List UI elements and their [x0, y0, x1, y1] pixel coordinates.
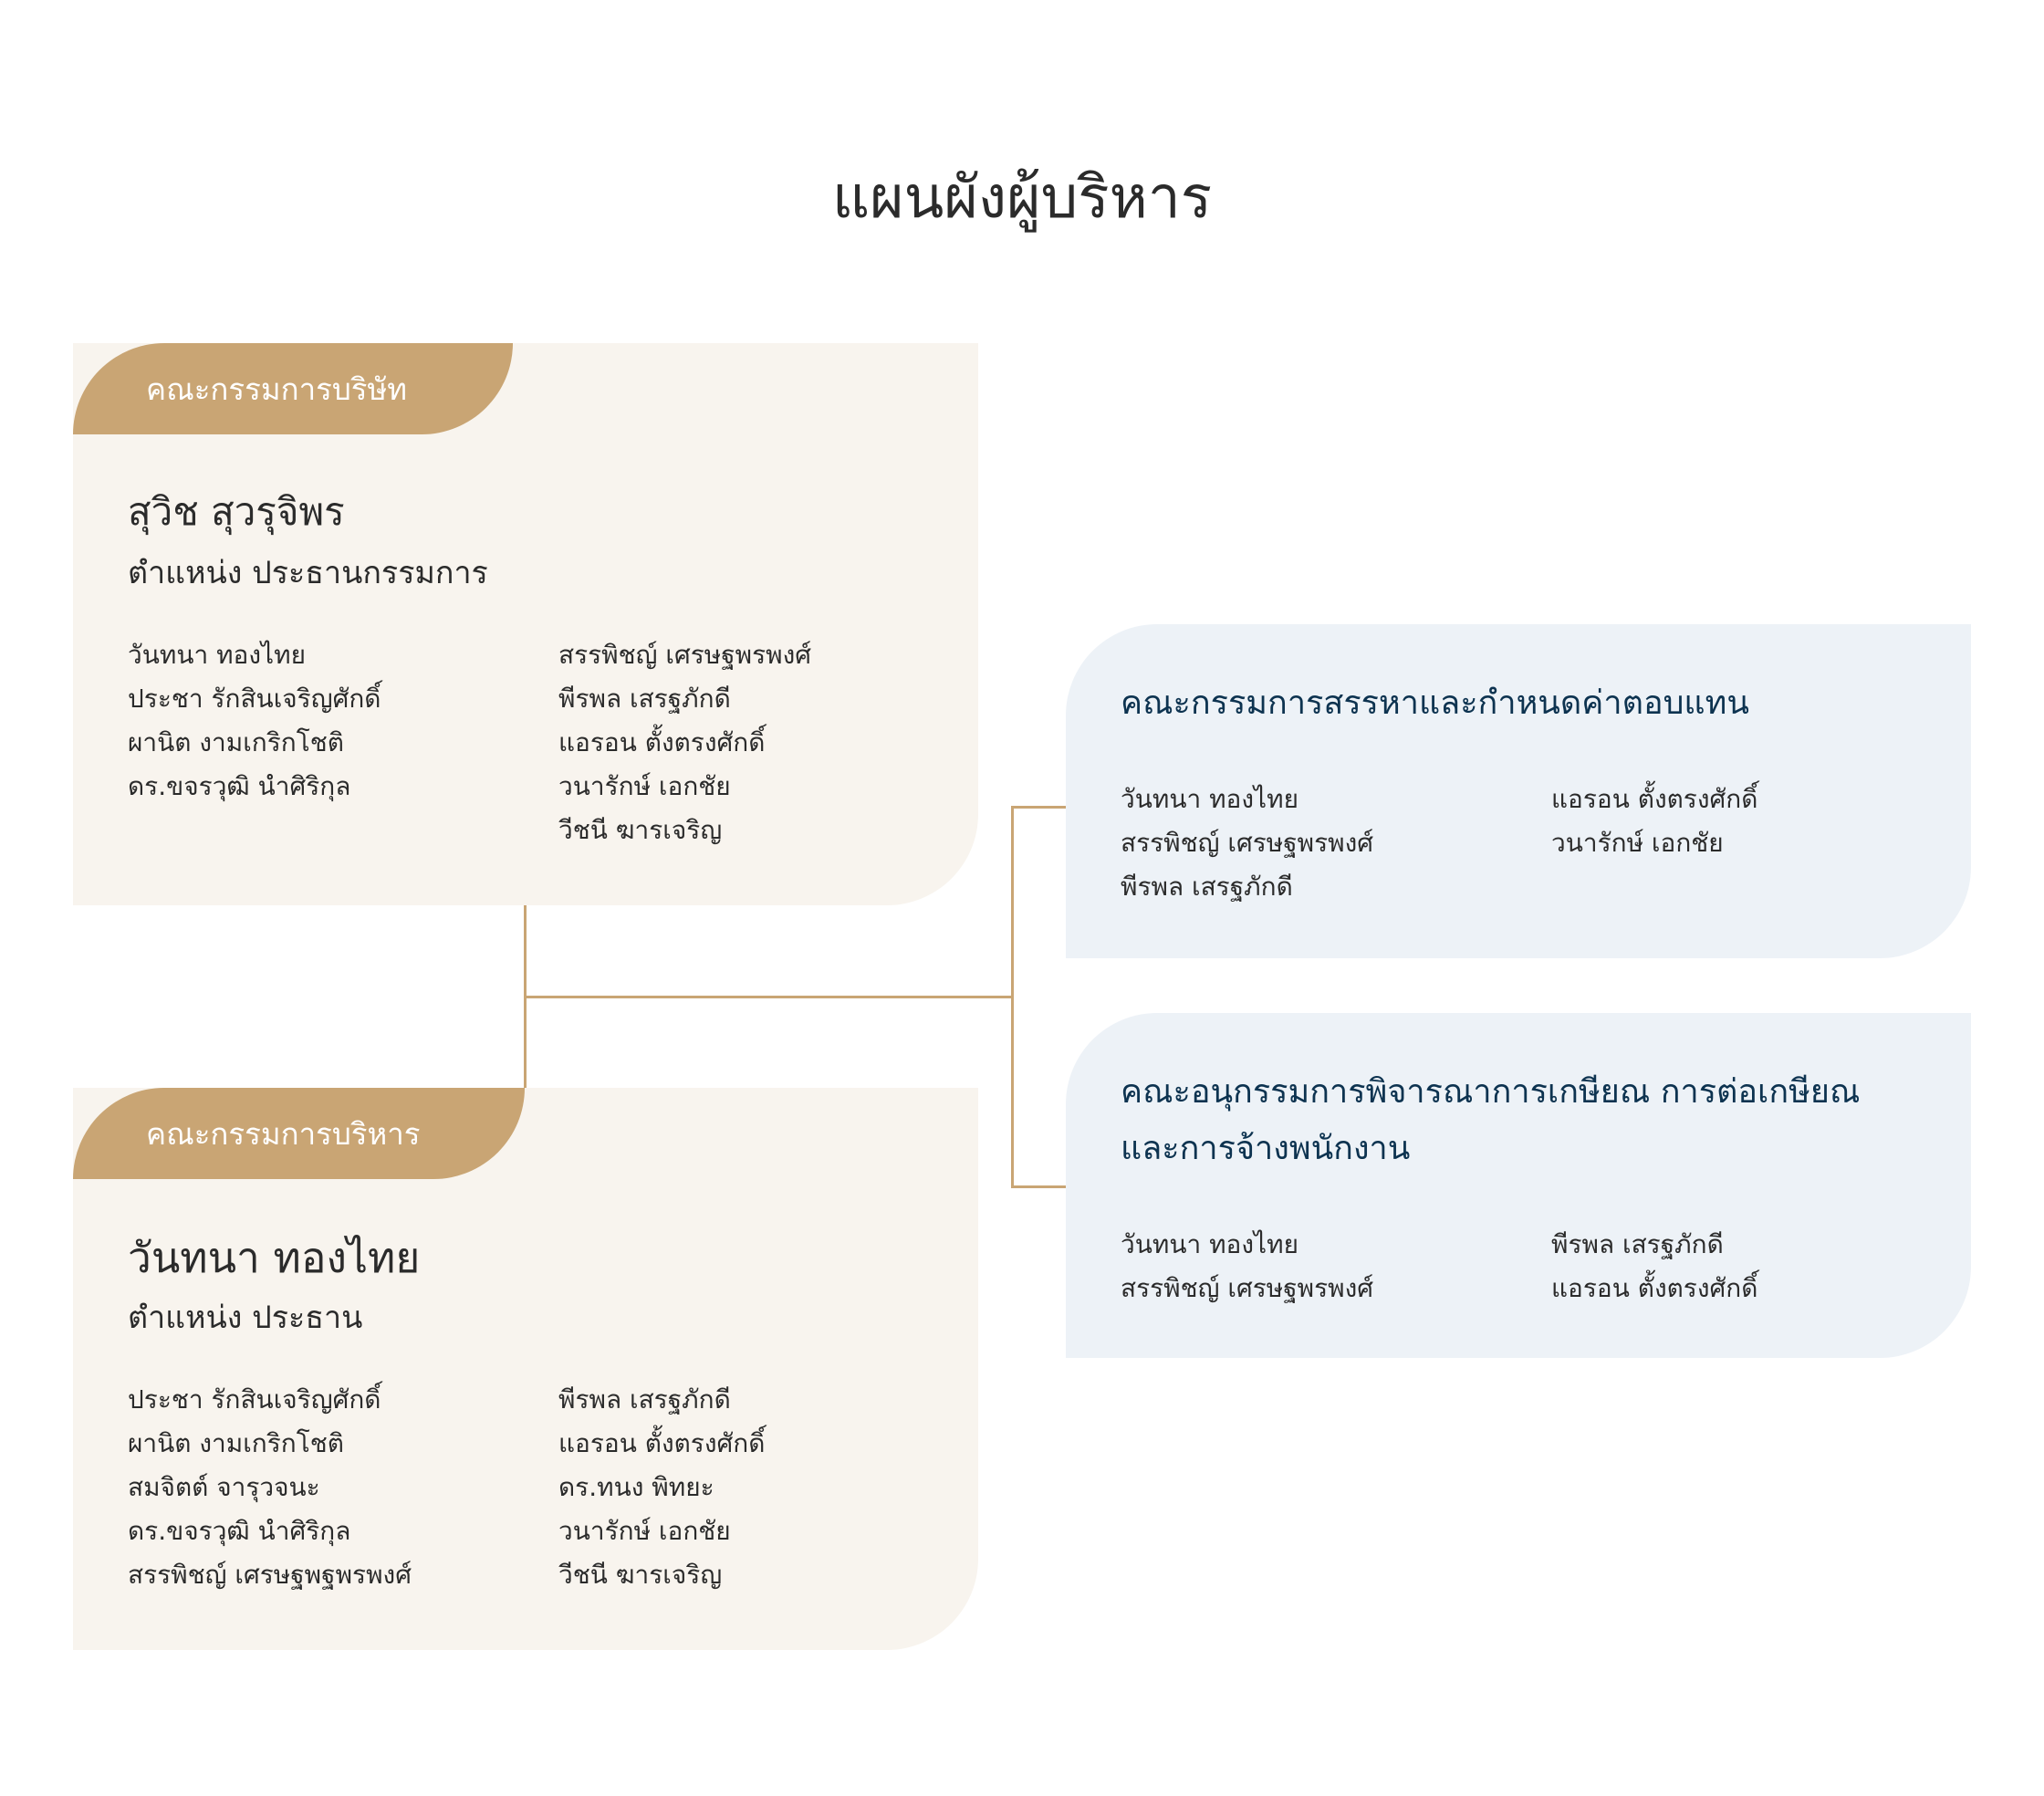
list-item: สรรพิชญ์ เศรษฐพฐพรพงศ์	[128, 1560, 412, 1590]
member-list: วันทนา ทองไทย สรรพิชญ์ เศรษฐพรพงศ์ พีรพล…	[1121, 778, 1373, 909]
member-list: วันทนา ทองไทย สรรพิชญ์ เศรษฐพรพงศ์	[1121, 1223, 1373, 1310]
list-item: พีรพล เสรฐภักดี	[558, 684, 731, 714]
list-item: สรรพิชญ์ เศรษฐพรพงศ์	[558, 640, 812, 670]
connector-line	[1011, 806, 1014, 1188]
list-item: สมจิตต์ จารุวจนะ	[128, 1472, 320, 1502]
list-item: ประชา รักสินเจริญศักดิ์	[128, 1384, 381, 1415]
board-of-directors-card: คณะกรรมการบริษัท สุวิช สุวรุจิพร ตำแหน่ง…	[73, 343, 978, 905]
list-item: วันทนา ทองไทย	[128, 640, 306, 670]
connector-line	[1011, 806, 1066, 809]
list-item: วนารักษ์ เอกชัย	[558, 1516, 731, 1546]
list-item: ดร.ขจรวุฒิ นำศิริกุล	[128, 1516, 351, 1546]
list-item: พีรพล เสรฐภักดี	[1551, 1229, 1724, 1259]
connector-line	[524, 996, 1014, 998]
chairman-name: สุวิช สุวรุจิพร	[128, 489, 345, 534]
executive-tab-label: คณะกรรมการบริหาร	[73, 1088, 525, 1179]
list-item: แอรอน ตั้งตรงศักดิ์	[1551, 784, 1758, 814]
chairman-position: ตำแหน่ง ประธานกรรมการ	[128, 555, 488, 591]
list-item: พีรพล เสรฐภักดี	[1121, 872, 1293, 902]
member-list: ประชา รักสินเจริญศักดิ์ ผานิต งามเกริกโช…	[128, 1378, 412, 1597]
retirement-title: คณะอนุกรรมการพิจารณาการเกษียณ การต่อเกษี…	[1121, 1064, 1860, 1177]
list-item: วันทนา ทองไทย	[1121, 1229, 1298, 1259]
list-item: ดร.ขจรวุฒิ นำศิริกุล	[128, 771, 351, 801]
list-item: แอรอน ตั้งตรงศักดิ์	[558, 1428, 766, 1458]
list-item: สรรพิชญ์ เศรษฐพรพงศ์	[1121, 1273, 1374, 1303]
nomination-committee-card: คณะกรรมการสรรหาและกำหนดค่าตอบแทน วันทนา …	[1066, 624, 1971, 958]
list-item: ดร.ทนง พิทยะ	[558, 1472, 714, 1502]
member-list: แอรอน ตั้งตรงศักดิ์ วนารักษ์ เอกชัย	[1551, 778, 1757, 865]
list-item: วีชนี ฆารเจริญ	[558, 815, 723, 845]
list-item: แอรอน ตั้งตรงศักดิ์	[558, 727, 766, 757]
list-item: วีชนี ฆารเจริญ	[558, 1560, 723, 1590]
member-list: วันทนา ทองไทย ประชา รักสินเจริญศักดิ์ ผา…	[128, 633, 381, 809]
list-item: วนารักษ์ เอกชัย	[558, 771, 731, 801]
list-item: วันทนา ทองไทย	[1121, 784, 1298, 814]
executive-committee-card: คณะกรรมการบริหาร วันทนา ทองไทย ตำแหน่ง ป…	[73, 1088, 978, 1650]
member-list: สรรพิชญ์ เศรษฐพรพงศ์ พีรพล เสรฐภักดี แอร…	[558, 633, 811, 852]
list-item: สรรพิชญ์ เศรษฐพรพงศ์	[1121, 828, 1374, 858]
list-item: ผานิต งามเกริกโชติ	[128, 1428, 344, 1458]
connector-line	[1011, 1185, 1066, 1188]
list-item: พีรพล เสรฐภักดี	[558, 1384, 731, 1415]
list-item: วนารักษ์ เอกชัย	[1551, 828, 1724, 858]
member-list: พีรพล เสรฐภักดี แอรอน ตั้งตรงศักดิ์	[1551, 1223, 1757, 1310]
retirement-title-line1: คณะอนุกรรมการพิจารณาการเกษียณ การต่อเกษี…	[1121, 1073, 1861, 1111]
retirement-subcommittee-card: คณะอนุกรรมการพิจารณาการเกษียณ การต่อเกษี…	[1066, 1013, 1971, 1358]
list-item: ประชา รักสินเจริญศักดิ์	[128, 684, 381, 714]
executive-chair-name: วันทนา ทองไทย	[128, 1233, 421, 1282]
member-list: พีรพล เสรฐภักดี แอรอน ตั้งตรงศักดิ์ ดร.ท…	[558, 1378, 765, 1597]
board-tab-label: คณะกรรมการบริษัท	[73, 343, 513, 434]
retirement-title-line2: และการจ้างพนักงาน	[1121, 1130, 1411, 1167]
page-title: แผนผังผู้บริหาร	[831, 164, 1213, 232]
nomination-title: คณะกรรมการสรรหาและกำหนดค่าตอบแทน	[1121, 684, 1749, 722]
list-item: ผานิต งามเกริกโชติ	[128, 727, 344, 757]
executive-chair-position: ตำแหน่ง ประธาน	[128, 1300, 363, 1336]
list-item: แอรอน ตั้งตรงศักดิ์	[1551, 1273, 1758, 1303]
